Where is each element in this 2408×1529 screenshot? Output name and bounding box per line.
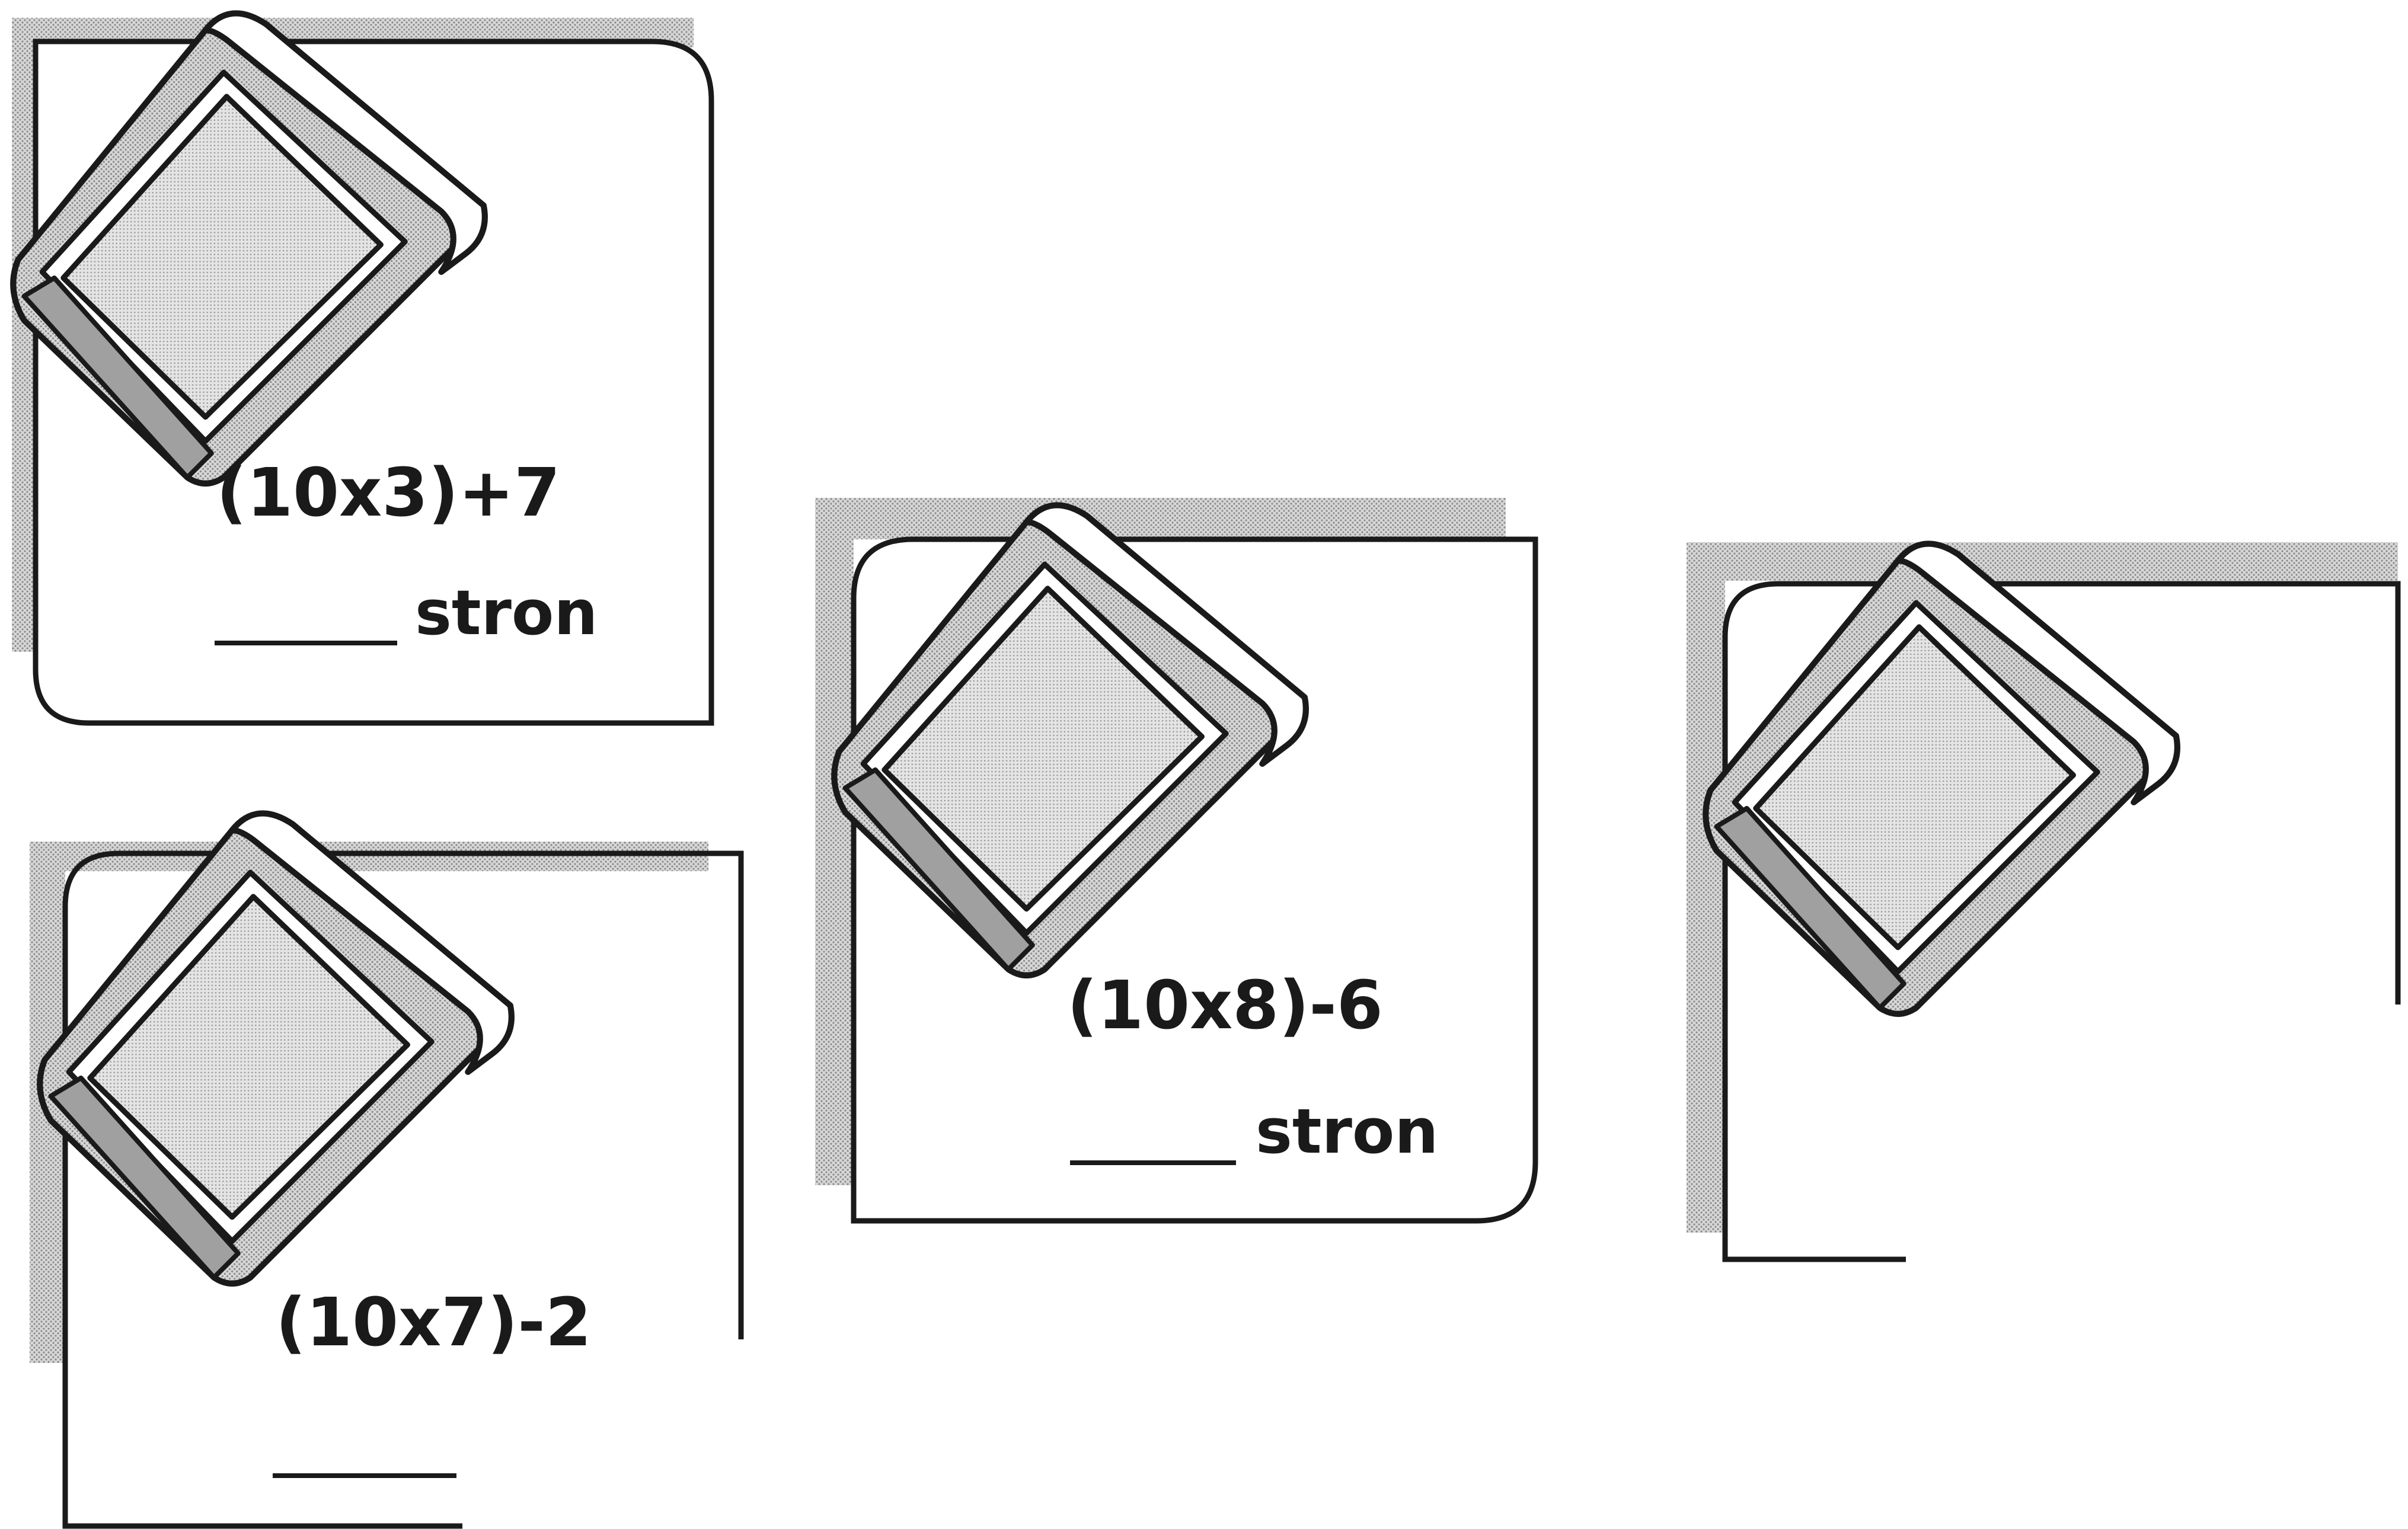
task-card-3: (10x8)-6 stron <box>815 498 1538 1224</box>
unit-label: stron <box>415 577 598 649</box>
card-frame <box>62 850 744 1529</box>
task-card-1: (10x3)+7 stron <box>12 13 714 726</box>
task-card-2: (10x7)-2 <box>30 813 744 1529</box>
task-card-4 <box>1687 542 2401 1262</box>
expression-text: (10x7)-2 <box>276 1284 592 1361</box>
expression-text: (10x8)-6 <box>1067 967 1383 1044</box>
card-frame <box>1722 581 2401 1262</box>
unit-label: stron <box>1256 1095 1438 1167</box>
expression-text: (10x3)+7 <box>216 455 560 532</box>
book-icon <box>1706 543 2177 1013</box>
book-icon <box>40 813 512 1283</box>
